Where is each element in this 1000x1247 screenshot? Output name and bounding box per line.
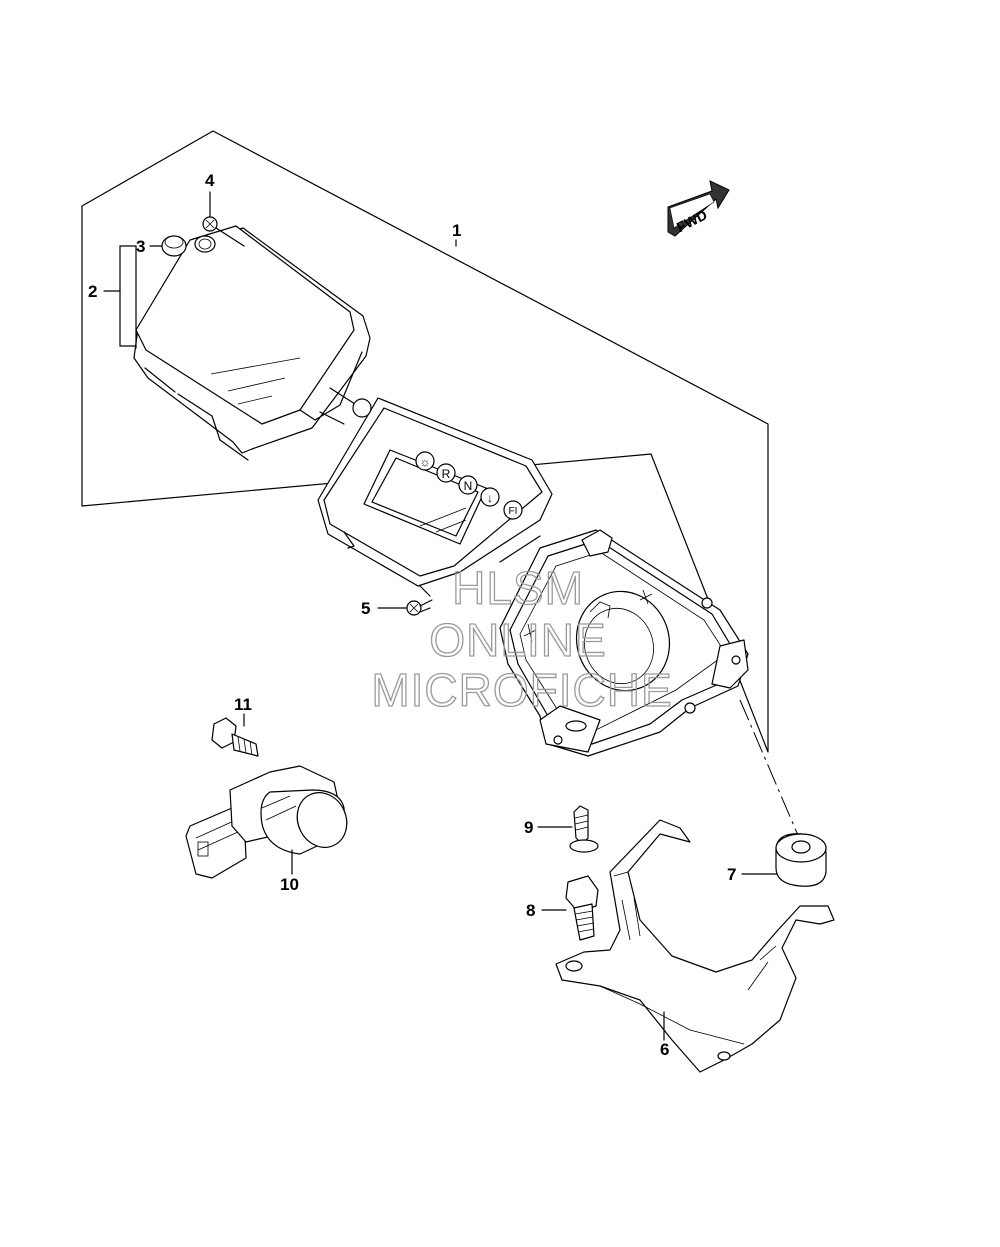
grommet-part xyxy=(161,235,187,257)
cushion-part xyxy=(775,833,827,887)
indicator-lamp-5: FI xyxy=(509,506,518,517)
indicator-lamp-2: R xyxy=(442,467,451,481)
callout-10: 10 xyxy=(280,875,299,894)
sensor-bolt-part xyxy=(211,717,259,757)
callout-4: 4 xyxy=(205,171,215,190)
meter-unit-part: ☼ R N ↓ FI xyxy=(317,397,553,597)
watermark: HLSM ONLINE MICROFICHE xyxy=(371,561,673,716)
meter-cover-part xyxy=(133,225,371,461)
bolt-part xyxy=(565,875,599,941)
callout-11: 11 xyxy=(234,695,252,714)
fwd-arrow-icon: FWD xyxy=(667,180,730,237)
tapping-screw-part xyxy=(569,805,599,853)
callout-6: 6 xyxy=(660,1040,669,1059)
indicator-lamps: ☼ R N ↓ FI xyxy=(415,451,523,520)
watermark-line-2: ONLINE xyxy=(429,614,606,666)
bracket-part xyxy=(555,819,835,1073)
indicator-lamp-1: ☼ xyxy=(420,455,431,469)
callout-5: 5 xyxy=(361,599,370,618)
watermark-line-3: MICROFICHE xyxy=(371,664,672,716)
indicator-lamp-4: ↓ xyxy=(487,491,493,505)
speed-sensor-part xyxy=(185,765,348,879)
callout-1: 1 xyxy=(452,221,461,240)
callout-2: 2 xyxy=(88,282,97,301)
screw-part-lower xyxy=(406,599,433,616)
callout-3: 3 xyxy=(136,237,145,256)
indicator-lamp-3: N xyxy=(464,479,473,493)
meter-case-part xyxy=(499,529,749,757)
callout-8: 8 xyxy=(526,901,535,920)
screw-part-upper xyxy=(202,216,245,247)
leader-lines xyxy=(103,191,777,1041)
callout-7: 7 xyxy=(727,865,736,884)
assembly-boundary xyxy=(81,130,769,753)
watermark-line-1: HLSM xyxy=(452,562,584,614)
assembly-line xyxy=(739,699,801,841)
callout-9: 9 xyxy=(524,818,533,837)
